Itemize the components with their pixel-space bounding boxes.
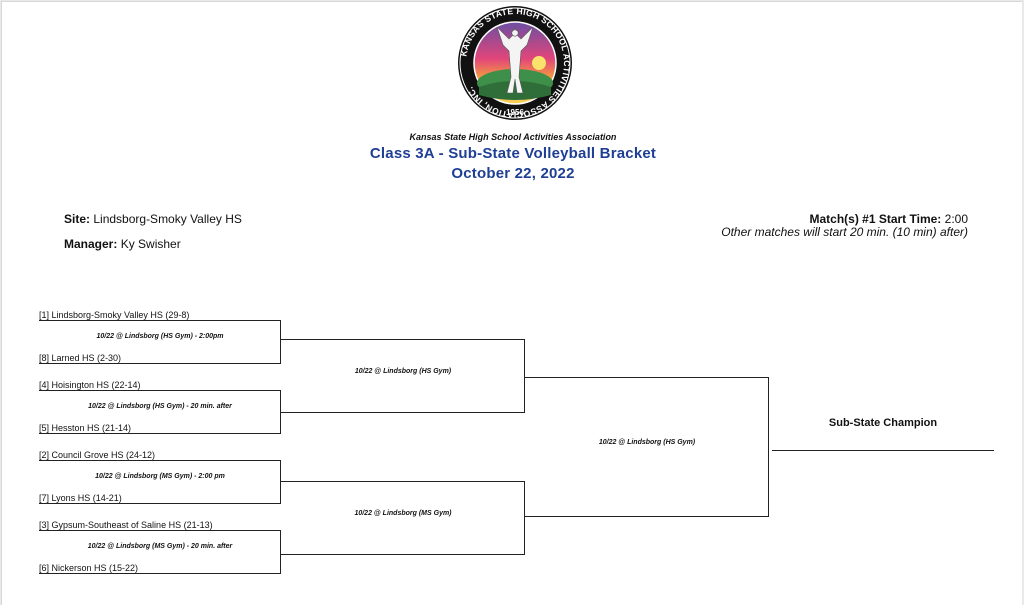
- line-r2-vert-1: [524, 339, 525, 413]
- line-r2-bot-1: [281, 412, 525, 413]
- line-r1-vert-2: [280, 390, 281, 434]
- site-info: Site: Lindsborg-Smoky Valley HS: [64, 212, 242, 226]
- line-r2-top-1: [281, 339, 525, 340]
- other-matches-note: Other matches will start 20 min. (10 min…: [721, 225, 968, 239]
- round1-match-4: 10/22 @ Lindsborg (MS Gym) - 20 min. aft…: [87, 543, 233, 550]
- khsaa-logo: KANSAS STATE HIGH SCHOOL ACTIVITIES ASSO…: [453, 5, 577, 121]
- team-8: [6] Nickerson HS (15-22): [39, 563, 139, 573]
- line-final-bot: [525, 516, 769, 517]
- team-1: [1] Lindsborg-Smoky Valley HS (29-8): [39, 310, 190, 320]
- site-label: Site:: [64, 212, 91, 226]
- line-r1-top-3: [39, 460, 281, 461]
- line-r1-bot-3: [39, 503, 281, 504]
- line-r1-top-1: [39, 320, 281, 321]
- start-time-label: Match(s) #1 Start Time:: [809, 212, 942, 226]
- line-r1-bot-1: [39, 363, 281, 364]
- line-r1-vert-1: [280, 320, 281, 364]
- round1-match-3: 10/22 @ Lindsborg (MS Gym) - 2:00 pm: [95, 473, 225, 480]
- round1-match-2: 10/22 @ Lindsborg (HS Gym) - 20 min. aft…: [88, 403, 232, 410]
- line-r2-bot-2: [281, 554, 525, 555]
- event-date: October 22, 2022: [451, 165, 575, 182]
- round1-match-1: 10/22 @ Lindsborg (HS Gym) - 2:00pm: [96, 333, 224, 340]
- line-r1-top-4: [39, 530, 281, 531]
- team-2: [8] Larned HS (2-30): [39, 353, 122, 363]
- start-time-value: 2:00: [944, 212, 968, 226]
- start-time-info: Match(s) #1 Start Time: 2:00: [809, 212, 968, 226]
- manager-label: Manager:: [64, 237, 118, 251]
- line-r1-bot-2: [39, 433, 281, 434]
- line-r2-vert-2: [524, 481, 525, 555]
- team-6: [7] Lyons HS (14-21): [39, 493, 122, 503]
- site-value: Lindsborg-Smoky Valley HS: [93, 212, 242, 226]
- manager-value: Ky Swisher: [120, 237, 181, 251]
- line-final-top: [525, 377, 769, 378]
- champion-label: Sub-State Champion: [828, 417, 938, 429]
- organization-name: Kansas State High School Activities Asso…: [409, 132, 617, 142]
- team-5: [2] Council Grove HS (24-12): [39, 450, 156, 460]
- line-final-vert: [768, 377, 769, 517]
- line-r1-vert-3: [280, 460, 281, 504]
- line-r1-bot-4: [39, 573, 281, 574]
- line-r1-vert-4: [280, 530, 281, 574]
- round2-match-1: 10/22 @ Lindsborg (HS Gym): [354, 368, 452, 375]
- round2-match-2: 10/22 @ Lindsborg (MS Gym): [354, 510, 452, 517]
- line-champion: [772, 450, 994, 451]
- team-4: [5] Hesston HS (21-14): [39, 423, 132, 433]
- page-title: Class 3A - Sub-State Volleyball Bracket: [369, 145, 657, 162]
- logo-seal-icon: KANSAS STATE HIGH SCHOOL ACTIVITIES ASSO…: [458, 6, 572, 120]
- final-match: 10/22 @ Lindsborg (HS Gym): [598, 439, 696, 446]
- line-r1-top-2: [39, 390, 281, 391]
- team-3: [4] Hoisington HS (22-14): [39, 380, 141, 390]
- logo-year: 1956: [506, 108, 524, 117]
- team-7: [3] Gypsum-Southeast of Saline HS (21-13…: [39, 520, 213, 530]
- line-r2-top-2: [281, 481, 525, 482]
- manager-info: Manager: Ky Swisher: [64, 237, 181, 251]
